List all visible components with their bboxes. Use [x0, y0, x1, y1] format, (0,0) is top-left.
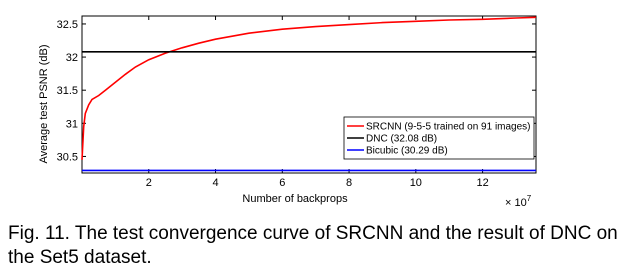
x-tick-label: 10	[410, 177, 422, 189]
convergence-chart: 2 4 6 8 10 12 30.5 31 31.5 32 32.5 SRCNN (9-5-5 tr…	[38, 15, 537, 209]
x-tick-label: 2	[146, 177, 152, 189]
legend-label: SRCNN (9-5-5 trained on 91 images)	[366, 122, 531, 133]
y-tick-label: 31.5	[57, 85, 78, 97]
legend-box	[343, 116, 535, 160]
y-tick-label: 32.5	[57, 19, 78, 31]
x-axis-multiplier-base: × 10	[505, 197, 527, 209]
y-tick-label: 32	[66, 52, 78, 64]
y-tick-label: 30.5	[57, 151, 78, 163]
figure-caption: Fig. 11. The test convergence curve of S…	[8, 223, 618, 268]
legend-label: DNC (32.08 dB)	[366, 134, 437, 145]
y-tick-label: 31	[66, 118, 78, 130]
x-tick-label: 4	[212, 177, 218, 189]
series-line-1	[81, 16, 537, 160]
x-tick-label: 8	[346, 177, 352, 189]
x-tick-label: 6	[279, 177, 285, 189]
y-axis-label: Average test PSNR (dB)	[38, 44, 50, 163]
x-tick-label: 12	[476, 177, 488, 189]
x-axis-label: Number of backprops	[242, 193, 348, 205]
x-axis-multiplier: × 107	[505, 194, 532, 209]
legend: SRCNN (9-5-5 trained on 91 images)DNC (3…	[343, 116, 535, 160]
x-axis-multiplier-exponent: 7	[527, 194, 532, 203]
series-lines	[81, 16, 537, 172]
legend-label: Bicubic (30.29 dB)	[366, 146, 448, 157]
